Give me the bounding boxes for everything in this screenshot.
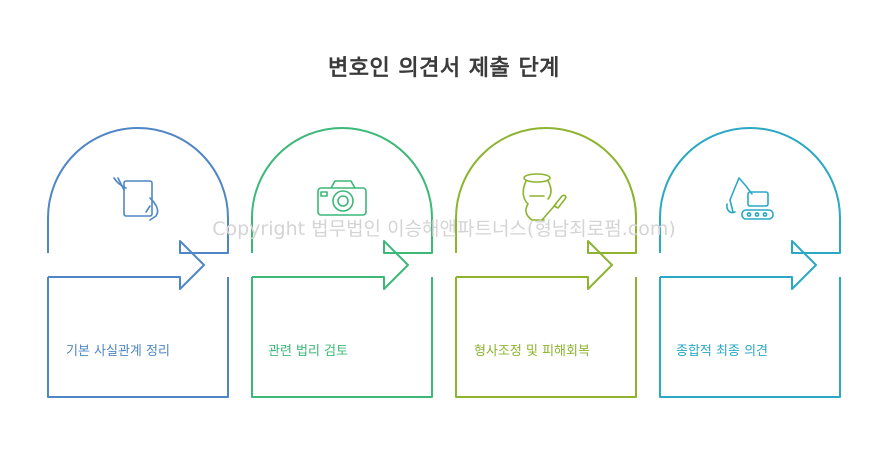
step-1 — [47, 127, 229, 398]
step-4-label: 종합적 최종 의견 — [676, 344, 768, 359]
diagram-title: 변호인 의견서 제출 단계 — [328, 56, 560, 81]
pottery-brush-icon — [522, 173, 567, 221]
hand-holding-document-icon — [113, 177, 159, 221]
step-2-label: 관련 법리 검토 — [268, 344, 349, 359]
step-2 — [251, 127, 433, 398]
step-3-label: 형사조정 및 피해회복 — [474, 344, 590, 359]
step-3 — [455, 127, 637, 398]
step-4 — [659, 127, 841, 398]
step-1-label: 기본 사실관계 정리 — [66, 344, 170, 359]
step-3-box — [455, 277, 637, 398]
step-3-arch — [455, 127, 637, 290]
excavator-icon — [726, 177, 774, 220]
copyright-watermark: Copyright 법무법인 이승해앤파트너스(형남죄로펌.com) — [212, 218, 676, 240]
camera-icon — [317, 180, 367, 216]
step-2-arch — [251, 127, 433, 290]
step-2-box — [251, 277, 433, 398]
step-4-arch — [659, 127, 841, 290]
step-1-box — [47, 277, 229, 398]
step-1-arch — [47, 127, 229, 290]
step-4-box — [659, 277, 841, 398]
